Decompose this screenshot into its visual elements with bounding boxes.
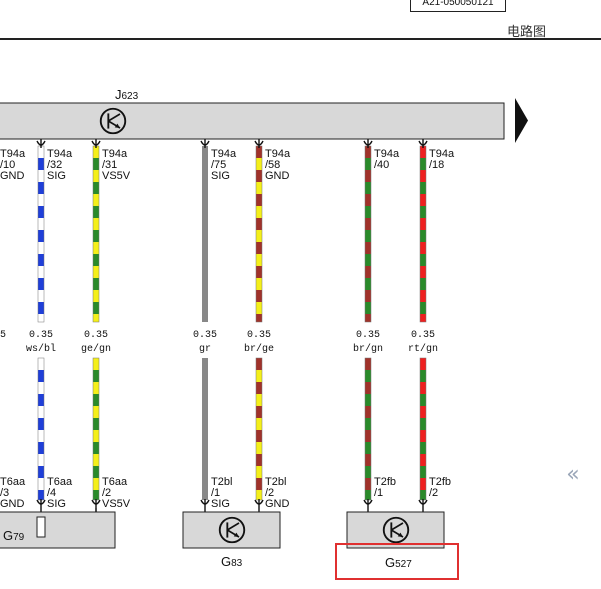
- top-pin-label: T94a/18: [429, 148, 455, 171]
- wire-color-code: ws/bl: [26, 343, 56, 355]
- bottom-pin-line: T2fb: [429, 476, 451, 488]
- bottom-pin-line: /2: [429, 487, 438, 499]
- top-pin-line: /10: [0, 159, 15, 171]
- previous-page-button[interactable]: «: [566, 462, 580, 487]
- bottom-pin-line: T6aa: [47, 476, 73, 488]
- bottom-pin-line: SIG: [47, 498, 66, 510]
- sensor-g83: G83: [182, 511, 281, 569]
- top-pin-line: T94a: [429, 148, 455, 160]
- bottom-pin-label: T2fb/2: [429, 476, 451, 499]
- wire-gauge: 0.35: [84, 330, 108, 341]
- top-pin-line: T94a: [102, 148, 128, 160]
- top-pin-line: T94a: [0, 148, 26, 160]
- bottom-pin-line: /4: [47, 487, 56, 499]
- wire-color-code: gr: [199, 344, 211, 355]
- bottom-pin-line: T2bl: [211, 476, 232, 488]
- top-pin-line: T94a: [211, 148, 237, 160]
- top-pin-line: SIG: [47, 170, 66, 182]
- wire-harness: T94a/10GNDT6aa/3GND0.35T94a/32SIGT6aa/4S…: [0, 139, 455, 545]
- top-pin-line: /32: [47, 159, 62, 171]
- top-pin-line: T94a: [265, 148, 291, 160]
- wire-gauge: 0.35: [0, 330, 6, 341]
- continuation-arrow-icon: [515, 98, 528, 143]
- top-pin-line: T94a: [47, 148, 73, 160]
- ecu-label: J623: [115, 87, 139, 102]
- top-pin-line: /31: [102, 159, 117, 171]
- bottom-pin-line: /3: [0, 487, 9, 499]
- bottom-pin-label: T2fb/1: [374, 476, 396, 499]
- g79-resistor-icon: [36, 516, 46, 538]
- g527-label: G527: [385, 555, 412, 570]
- wire-gauge: 0.35: [29, 330, 53, 341]
- wire-color-code: ge/gn: [81, 343, 111, 355]
- document-code: A21-050050121: [410, 0, 506, 12]
- diagram-caption: 电路图: [507, 25, 547, 40]
- wire-gauge: 0.35: [193, 330, 217, 341]
- top-pin-line: /40: [374, 159, 389, 171]
- wire-gauge: 0.35: [411, 330, 435, 341]
- top-pin-line: GND: [0, 170, 25, 182]
- sensor-g527: G527: [335, 511, 459, 580]
- header-rule: [0, 38, 601, 40]
- bottom-pin-line: /2: [265, 487, 274, 499]
- bottom-pin-line: SIG: [211, 498, 230, 510]
- wire-gauge: 0.35: [247, 330, 271, 341]
- top-pin-line: /58: [265, 159, 280, 171]
- sensor-g79: G79: [0, 511, 116, 549]
- bottom-pin-line: GND: [265, 498, 290, 510]
- top-pin-label: T94a/40: [374, 148, 400, 171]
- bottom-pin-line: /1: [211, 487, 220, 499]
- top-pin-line: /18: [429, 159, 444, 171]
- bottom-pin-line: /1: [374, 487, 383, 499]
- g83-label: G83: [221, 554, 243, 569]
- top-pin-line: T94a: [374, 148, 400, 160]
- bottom-pin-line: T6aa: [102, 476, 128, 488]
- wire-color-code: br/gn: [353, 343, 383, 355]
- bottom-pin-line: GND: [0, 498, 25, 510]
- wire-gauge: 0.35: [356, 330, 380, 341]
- bottom-pin-line: T2fb: [374, 476, 396, 488]
- bottom-pin-line: T2bl: [265, 476, 286, 488]
- top-pin-line: /75: [211, 159, 226, 171]
- bottom-pin-line: /2: [102, 487, 111, 499]
- wire-color-code: rt/gn: [408, 343, 438, 355]
- top-pin-line: GND: [265, 170, 290, 182]
- bottom-pin-line: VS5V: [102, 498, 131, 510]
- ecu-j623: J623: [0, 87, 505, 140]
- g527-highlight-box: [335, 543, 459, 580]
- bottom-pin-line: T6aa: [0, 476, 26, 488]
- wire-color-code: br/ge: [244, 343, 274, 355]
- top-pin-line: VS5V: [102, 170, 131, 182]
- g79-label: G79: [3, 528, 25, 543]
- top-pin-line: SIG: [211, 170, 230, 182]
